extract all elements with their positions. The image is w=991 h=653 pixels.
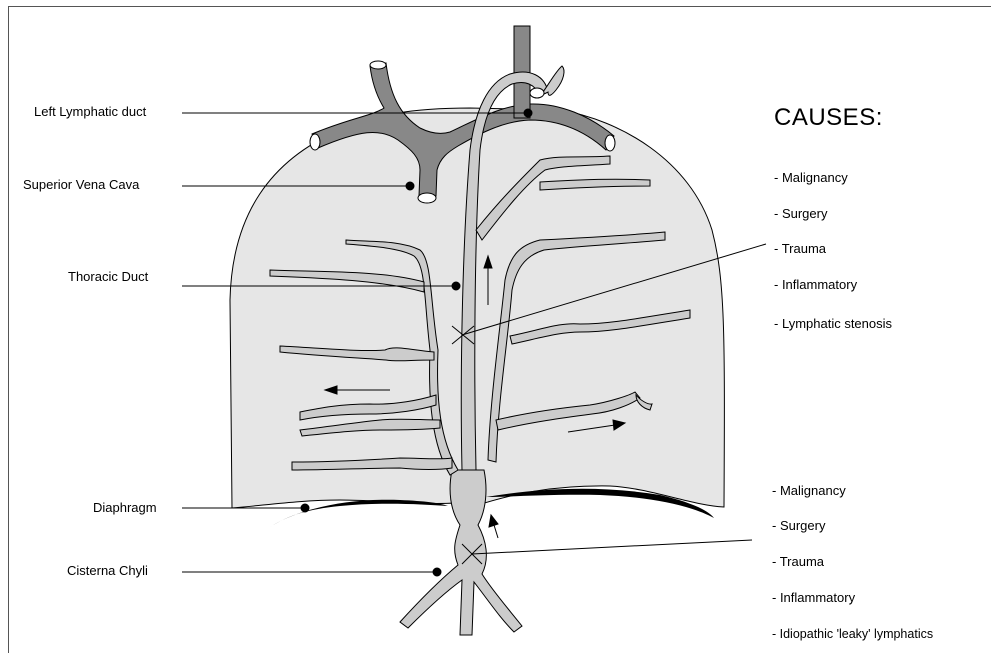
diaphragm-left [270, 500, 448, 527]
cause-upper-item: - Malignancy [774, 170, 848, 186]
cause-upper-item: - Surgery [774, 206, 827, 222]
cause-lower-item: - Trauma [772, 554, 824, 570]
vein-end-right [605, 135, 615, 151]
cause-lower-item: - Idiopathic 'leaky' lymphatics [772, 626, 933, 642]
cause-lower-item: - Inflammatory [772, 590, 855, 606]
label-thoracic-duct: Thoracic Duct [68, 269, 148, 285]
label-cisterna-chyli: Cisterna Chyli [67, 563, 148, 579]
label-diaphragm: Diaphragm [93, 500, 157, 516]
causes-heading: CAUSES: [774, 104, 883, 132]
cause-upper-item: - Inflammatory [774, 277, 857, 293]
duct-end-top [530, 88, 544, 98]
vein-end-bottom [418, 193, 436, 203]
cause-lower-item: - Surgery [772, 518, 825, 534]
vein-end-top [370, 61, 386, 69]
cause-upper-item: - Trauma [774, 241, 826, 257]
label-left-lymphatic-duct: Left Lymphatic duct [34, 104, 146, 120]
vein-end-left [310, 134, 320, 150]
label-superior-vena-cava: Superior Vena Cava [23, 177, 139, 193]
cause-upper-item: - Lymphatic stenosis [774, 316, 892, 332]
cause-lower-item: - Malignancy [772, 483, 846, 499]
